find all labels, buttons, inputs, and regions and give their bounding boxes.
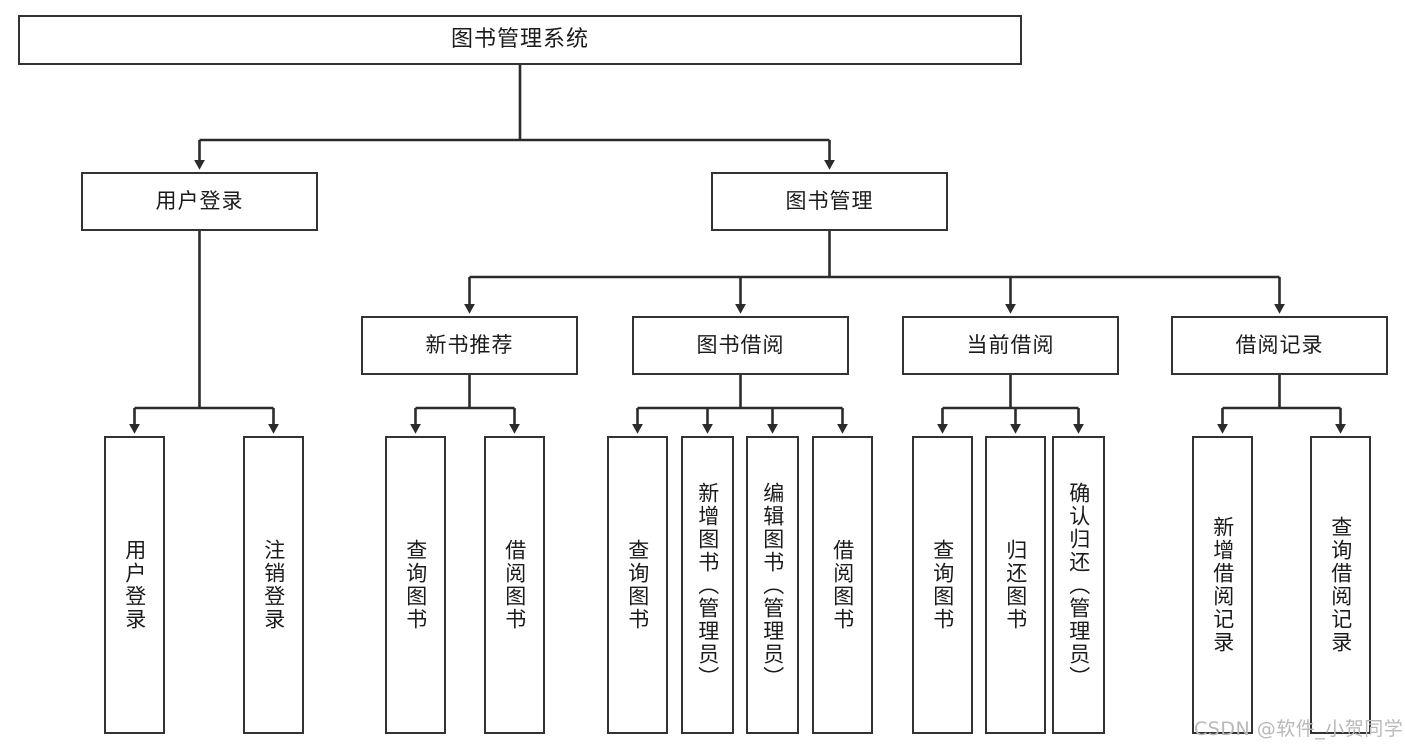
leaf-borrow-book-recommend[interactable]: 借阅图书 xyxy=(484,436,545,734)
node-current-borrow[interactable]: 当前借阅 xyxy=(902,316,1119,375)
node-book-management[interactable]: 图书管理 xyxy=(711,172,948,231)
leaf-borrow-book-borrow[interactable]: 借阅图书 xyxy=(812,436,873,734)
leaf-query-book-borrow[interactable]: 查询图书 xyxy=(607,436,668,734)
leaf-add-book-admin[interactable]: 新增图书（管理员） xyxy=(681,436,734,734)
leaf-query-book-recommend[interactable]: 查询图书 xyxy=(385,436,446,734)
leaf-add-borrow-record[interactable]: 新增借阅记录 xyxy=(1192,436,1253,734)
leaf-return-book[interactable]: 归还图书 xyxy=(985,436,1046,734)
leaf-query-borrow-record[interactable]: 查询借阅记录 xyxy=(1310,436,1371,734)
csdn-watermark: CSDN @软件_小贺同学 xyxy=(1194,718,1404,740)
leaf-confirm-return-admin[interactable]: 确认归还（管理员） xyxy=(1052,436,1105,734)
leaf-logout[interactable]: 注销登录 xyxy=(243,436,304,734)
node-book-borrow[interactable]: 图书借阅 xyxy=(632,316,849,375)
leaf-query-book-current[interactable]: 查询图书 xyxy=(912,436,973,734)
node-new-book-recommend[interactable]: 新书推荐 xyxy=(361,316,578,375)
leaf-edit-book-admin[interactable]: 编辑图书（管理员） xyxy=(746,436,799,734)
leaf-user-login[interactable]: 用户登录 xyxy=(104,436,165,734)
node-root-system[interactable]: 图书管理系统 xyxy=(18,15,1022,65)
node-borrow-records[interactable]: 借阅记录 xyxy=(1171,316,1388,375)
node-user-login[interactable]: 用户登录 xyxy=(81,172,318,231)
